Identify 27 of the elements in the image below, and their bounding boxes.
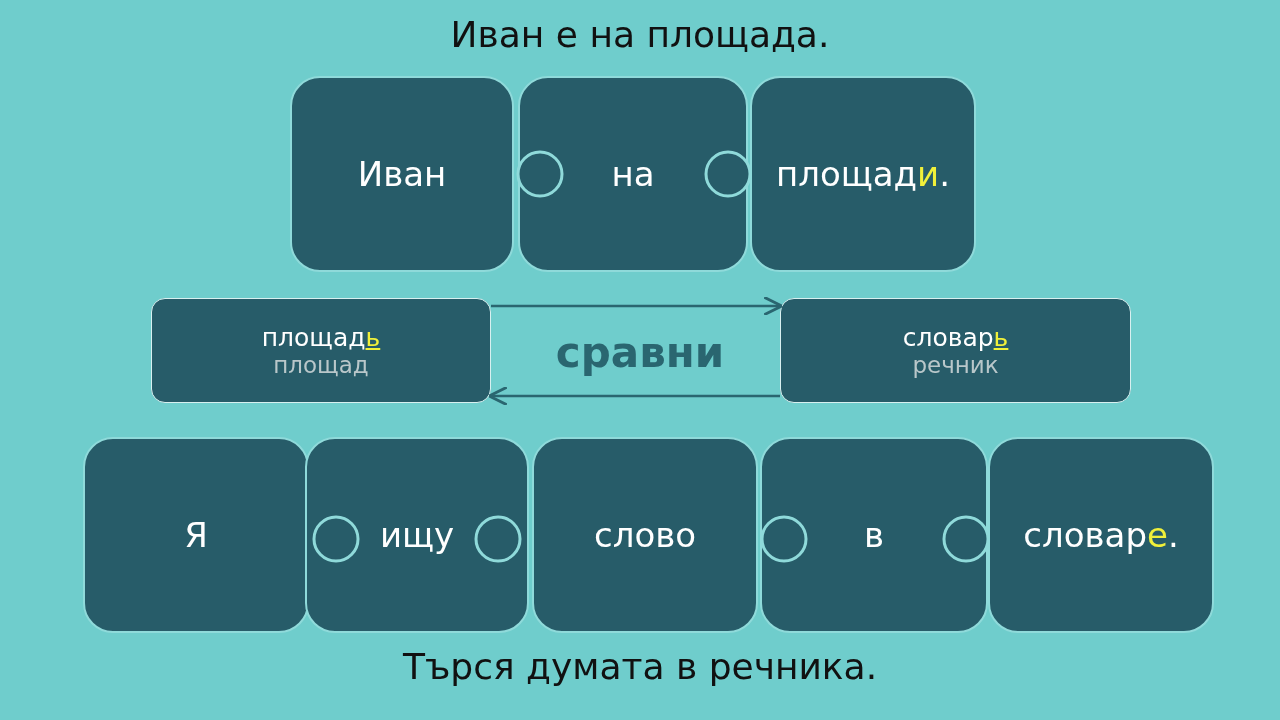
word: словарь bbox=[902, 323, 1009, 352]
puzzle-piece bbox=[518, 76, 748, 272]
word-card bbox=[151, 298, 491, 403]
arrow bbox=[491, 295, 784, 317]
translation: речник bbox=[912, 352, 999, 378]
word: слово bbox=[593, 515, 697, 555]
puzzle-piece bbox=[83, 437, 309, 633]
word: Иван bbox=[357, 154, 447, 194]
word: в bbox=[863, 515, 884, 555]
puzzle-piece bbox=[305, 437, 529, 633]
puzzle-piece bbox=[750, 76, 976, 272]
word: площади. bbox=[775, 154, 951, 194]
word-card bbox=[780, 298, 1131, 403]
puzzle-piece bbox=[290, 76, 514, 272]
puzzle-piece bbox=[532, 437, 758, 633]
word: ищу bbox=[379, 515, 455, 555]
puzzle-piece bbox=[988, 437, 1214, 633]
word: словаре. bbox=[1023, 515, 1179, 555]
word: Я bbox=[184, 515, 208, 555]
compare-label: сравни bbox=[555, 327, 725, 377]
word: на bbox=[611, 154, 655, 194]
arrow bbox=[487, 385, 780, 407]
translation: площад bbox=[273, 352, 369, 378]
puzzle-piece bbox=[760, 437, 988, 633]
sentence-heading: Иван е на площада. bbox=[450, 14, 830, 55]
sentence-caption: Търся думата в речника. bbox=[402, 646, 878, 687]
word: площадь bbox=[261, 323, 381, 352]
